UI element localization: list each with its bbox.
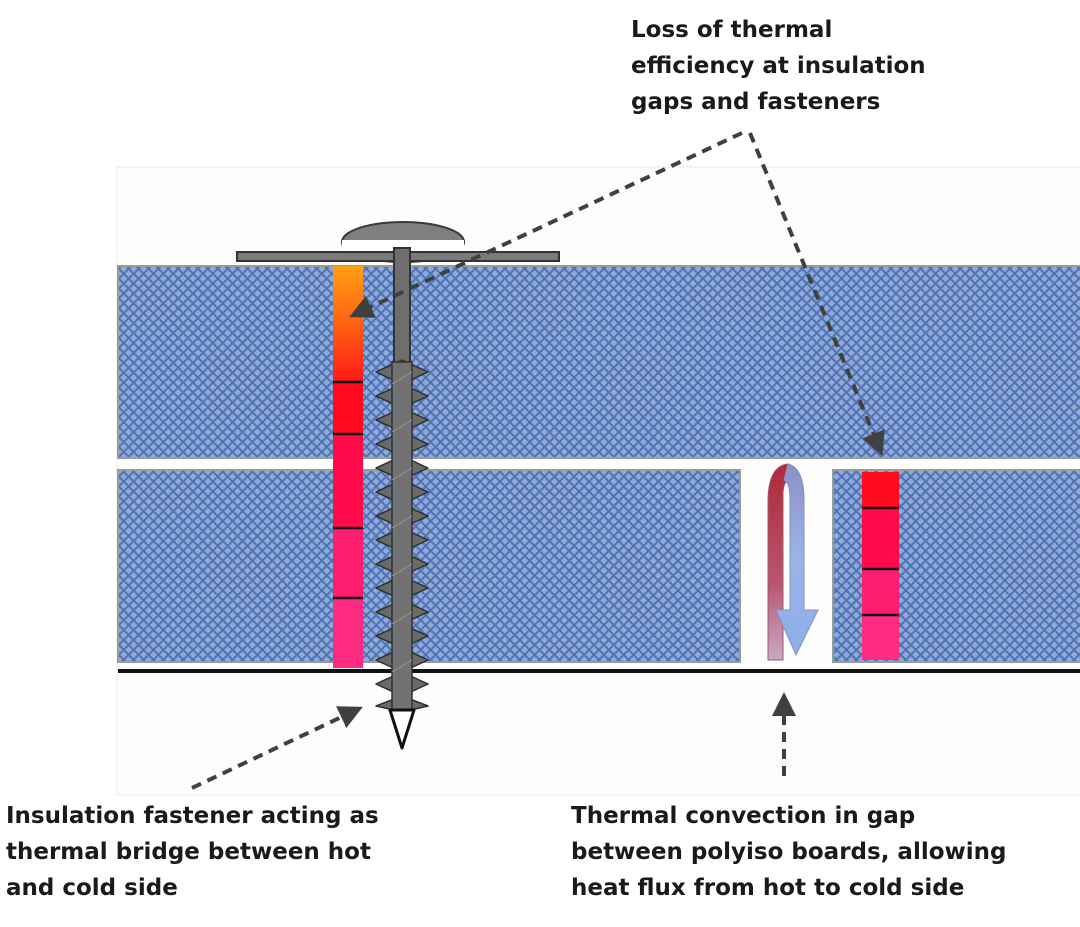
convection-loop-arrow xyxy=(767,463,819,661)
efficiency-loss-label: Loss of thermal efficiency at insulation… xyxy=(631,17,926,115)
arrow-to-gap-column xyxy=(748,132,885,457)
lower-insulation-board-left xyxy=(117,469,741,663)
gap-heat-column xyxy=(862,472,899,660)
fastener-screw xyxy=(375,247,429,750)
fastener-bridge-label: Insulation fastener acting as thermal br… xyxy=(6,803,379,901)
fastener-heat-column xyxy=(333,266,363,668)
upper-insulation-board xyxy=(117,265,1080,459)
convection-gap-label: Thermal convection in gap between polyis… xyxy=(571,803,1007,901)
arrow-to-fastener-column xyxy=(349,131,743,318)
arrow-to-fastener-base xyxy=(191,706,363,790)
annotation-arrows xyxy=(191,131,885,790)
